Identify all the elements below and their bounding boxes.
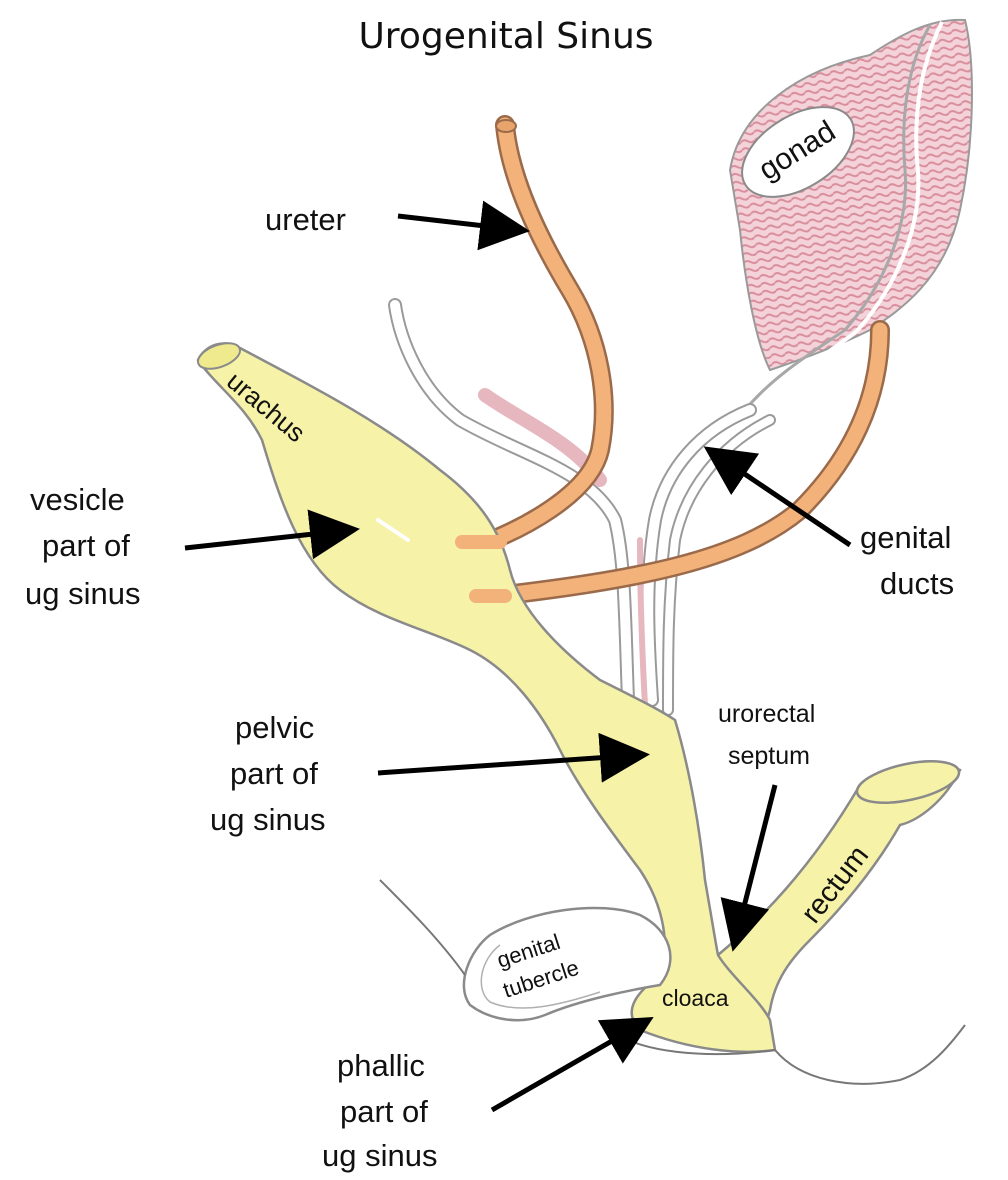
label-urorectal-line-1: urorectal: [718, 700, 815, 728]
label-phallic: phallic part of ug sinus: [322, 1048, 437, 1173]
label-vesicle-line-2: part of: [42, 528, 130, 563]
label-pelvic-line-2: part of: [230, 756, 318, 791]
gonad-structure: [726, 20, 972, 414]
label-pelvic-line-1: pelvic: [235, 710, 314, 745]
label-cloaca: cloaca: [662, 985, 729, 1011]
label-genital-ducts: genital ducts: [860, 520, 954, 601]
label-phallic-line-2: part of: [340, 1094, 428, 1129]
arrow-phallic: [492, 1022, 645, 1110]
label-vesicle-line-3: ug sinus: [25, 576, 140, 611]
label-phallic-line-3: ug sinus: [322, 1138, 437, 1173]
arrow-ureter: [398, 216, 520, 230]
label-phallic-line-1: phallic: [337, 1048, 425, 1083]
label-ureter: ureter: [265, 202, 346, 237]
body-wall-left: [380, 880, 465, 975]
label-vesicle: vesicle part of ug sinus: [25, 482, 140, 611]
diagram-title: Urogenital Sinus: [358, 16, 653, 57]
label-urorectal-septum: urorectal septum: [718, 700, 815, 770]
label-pelvic: pelvic part of ug sinus: [210, 710, 325, 837]
label-pelvic-line-3: ug sinus: [210, 802, 325, 837]
label-genital-ducts-line-2: ducts: [880, 566, 954, 601]
label-urorectal-line-2: septum: [728, 742, 810, 770]
label-vesicle-line-1: vesicle: [30, 482, 125, 517]
body-wall-right: [775, 1025, 965, 1084]
label-genital-ducts-line-1: genital: [860, 520, 951, 555]
